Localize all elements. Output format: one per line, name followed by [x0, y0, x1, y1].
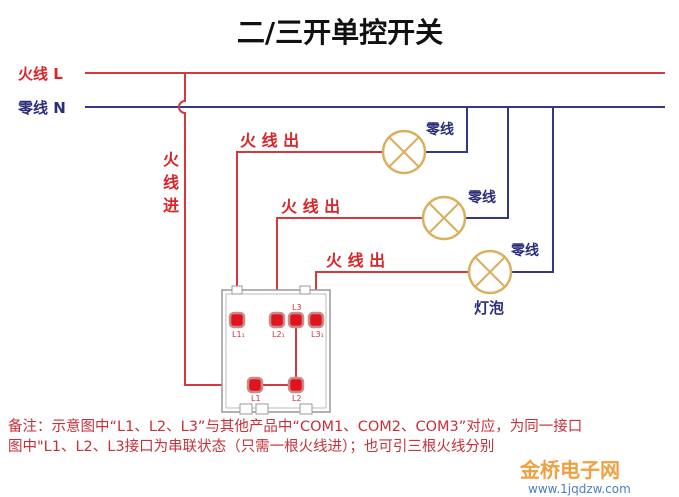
bulb-label: 灯泡: [474, 299, 504, 317]
lamp-3: [467, 249, 513, 295]
terminal-l1-out: [228, 311, 246, 329]
live-out-wire-3: [315, 271, 469, 313]
terminal-l1: [246, 376, 264, 394]
note-line-1: 备注：示意图中“L1、L2、L3”与其他产品中“COM1、COM2、COM3”对…: [8, 419, 583, 435]
live-in-char: 火: [163, 150, 180, 169]
terminal-label: L1₁: [232, 330, 245, 339]
terminal-label: L2: [292, 394, 302, 403]
terminal-label: L1: [251, 394, 261, 403]
lamp-2: [421, 195, 467, 241]
live-in-char: 进: [163, 196, 179, 215]
neutral-label: 零线 N: [17, 99, 66, 117]
terminal-l2-out: [268, 311, 286, 329]
neutral-return-1: [425, 107, 468, 153]
live-in-char: 线: [163, 173, 179, 192]
terminal-label: L3: [292, 303, 302, 312]
live-in-wire: [178, 73, 248, 386]
switch-module: [221, 285, 331, 415]
terminal-l3-out: [307, 311, 325, 329]
lamp-1: [381, 129, 427, 175]
neutral-label-2: 零线: [467, 189, 496, 206]
neutral-label-1: 零线: [425, 121, 454, 138]
terminal-l2: [287, 376, 305, 394]
neutral-return-2: [465, 107, 509, 219]
terminal-l3: [287, 311, 305, 329]
neutral-label-3: 零线: [510, 242, 539, 259]
terminal-label: L3₁: [311, 330, 324, 339]
live-label: 火线 L: [18, 65, 63, 83]
terminal-label: L2₁: [272, 330, 285, 339]
live-out-label-1: 火 线 出: [240, 131, 299, 150]
note-line-2: 图中"L1、L2、L3接口为串联状态（只需一根火线进）；也可引三根火线分别: [8, 439, 495, 455]
live-out-wire-1: [236, 151, 383, 313]
watermark-url: www.1jqdzw.com: [528, 482, 631, 496]
diagram-title: 二/三开单控开关: [237, 16, 443, 49]
watermark-logo: 金桥电子网: [520, 458, 620, 482]
neutral-return-3: [511, 107, 554, 273]
live-out-wire-2: [276, 217, 423, 313]
live-out-label-3: 火 线 出: [326, 251, 385, 270]
live-out-label-2: 火 线 出: [281, 197, 340, 216]
